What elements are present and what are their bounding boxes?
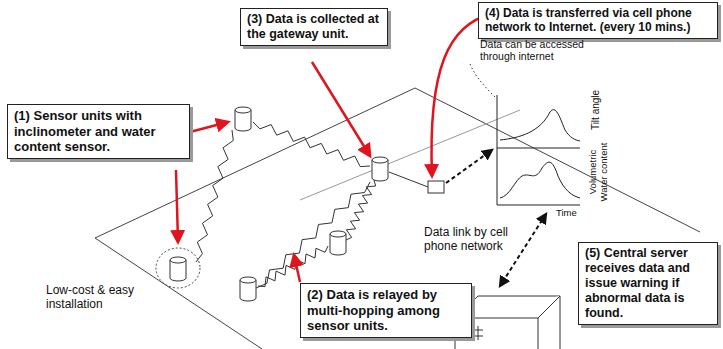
callout-text: (3) Data is collected at the gateway uni… [247, 12, 381, 42]
note-label: Time [556, 208, 596, 219]
data-chart [497, 95, 580, 205]
axis-label: Volumetric Water content [588, 141, 610, 203]
callout-text: (1) Sensor units with inclinometer and w… [14, 108, 183, 155]
sensor-units [170, 107, 388, 301]
gateway-wire [389, 172, 428, 187]
note-label: Data can be accessed through internet [480, 38, 600, 62]
wireless-zigzag [346, 180, 376, 240]
callout-text: (4) Data is transferred via cell phone n… [485, 6, 711, 35]
callout-box: (1) Sensor units with inclinometer and w… [7, 104, 190, 159]
callout-text: (2) Data is relayed by multi-hopping amo… [307, 287, 465, 334]
internet-curve [470, 64, 496, 98]
callout-text: (5) Central server receives data and iss… [585, 246, 711, 321]
wireless-links [196, 122, 376, 288]
wireless-zigzag [256, 182, 370, 288]
highlight-circle [156, 248, 200, 288]
note-label: Low-cost & easy installation [46, 284, 156, 312]
callout-box: (2) Data is relayed by multi-hopping amo… [300, 283, 472, 338]
callout-box: (5) Central server receives data and iss… [578, 242, 718, 325]
wireless-zigzag [258, 246, 328, 287]
gateway-unit [428, 181, 444, 193]
data-flow-arrow [446, 150, 492, 183]
callout-box: (3) Data is collected at the gateway uni… [240, 8, 388, 46]
callout-box: (4) Data is transferred via cell phone n… [478, 2, 718, 39]
data-flow-arrow [500, 214, 546, 286]
axis-label: Tilt angle [590, 80, 602, 140]
wireless-zigzag [196, 130, 233, 262]
note-label: Data link by cell phone network [424, 226, 524, 254]
